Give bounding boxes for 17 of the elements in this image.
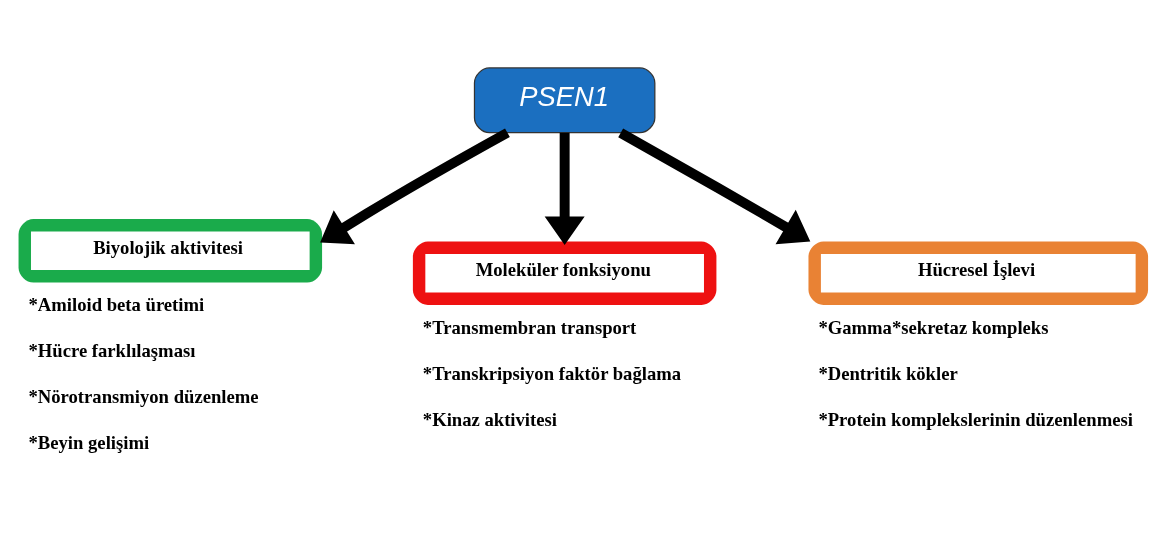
arrow <box>618 128 811 244</box>
node-label: *Gamma*sekretaz kompleks <box>818 316 1049 338</box>
node-label: *Nörotransmiyon düzenleme <box>28 385 259 407</box>
node-box: Biyolojik aktivitesi <box>18 218 323 283</box>
node-label: *Transkripsiyon faktör bağlama <box>422 362 682 384</box>
node-label: *Beyin gelişimi <box>28 431 150 453</box>
node-box: Moleküler fonksiyonu <box>412 241 717 305</box>
node-label: *Hücre farklılaşması <box>28 339 196 361</box>
node-label: *Kinaz aktivitesi <box>422 408 557 430</box>
arrow <box>544 132 585 245</box>
node-box: Hücresel İşlevi <box>808 241 1149 305</box>
arrow <box>320 127 510 244</box>
node-label: *Amiloid beta üretimi <box>28 293 205 315</box>
node-box: PSEN1 <box>473 66 656 133</box>
node-label: *Transmembran transport <box>422 316 637 338</box>
node-label: *Protein komplekslerinin düzenlenmesi <box>818 408 1133 430</box>
node-label: *Dentritik kökler <box>818 362 958 384</box>
